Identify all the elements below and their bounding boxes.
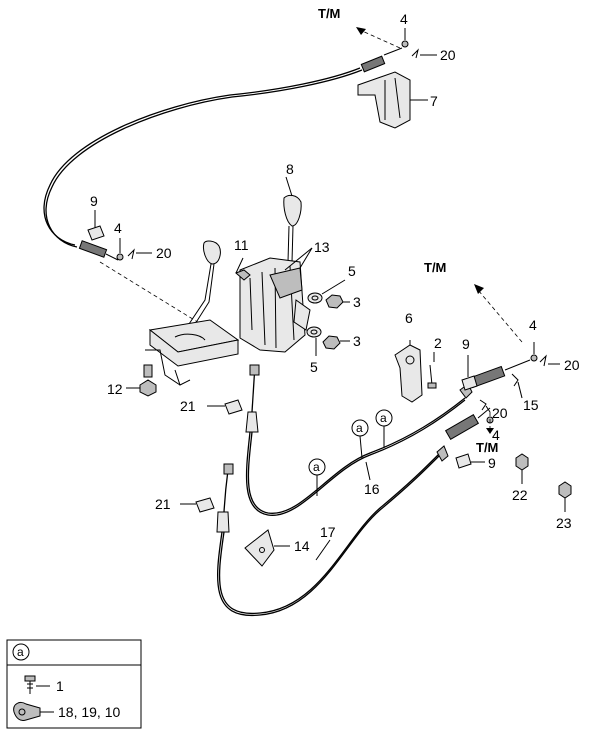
bracket-14 [244,529,290,567]
tm-arrow-top: T/M [318,6,401,49]
callout-3-lower: 3 [353,333,361,349]
cable-bracket-7 [357,71,428,129]
callout-9-mid: 9 [488,455,496,471]
callout-3-top: 3 [353,294,361,310]
bolt-icon [24,675,36,694]
callout-12: 12 [107,381,123,397]
callout-11: 11 [234,237,249,253]
callout-20-right: 20 [564,357,580,373]
callout-2: 2 [434,335,442,351]
tm-label-lower: T/M [476,440,498,455]
callout-4-mid: 4 [492,427,500,443]
legend-marker: a [17,645,24,659]
marker-a-2: a [356,421,363,435]
nuts-22-23 [515,453,572,512]
clips-right [455,342,560,469]
cable-16 [245,359,531,516]
callout-20-top: 20 [440,47,456,63]
callout-4-top: 4 [400,11,408,27]
bracket-6 [394,340,437,403]
shift-lever-center [235,176,313,353]
callout-20-mid: 20 [492,405,508,421]
upper-shift-cable [43,47,403,261]
clip-top [401,28,437,59]
callout-7: 7 [430,93,438,109]
marker-a-3: a [380,411,387,425]
callout-16: 16 [364,481,380,497]
legend-box: a 1 18, 19, 10 [6,639,142,729]
clip-left [87,210,236,346]
callout-20-left: 20 [156,245,172,261]
tm-label-right: T/M [424,260,446,275]
marker-a-1: a [313,460,320,474]
callout-5-lower: 5 [310,359,318,375]
callout-14: 14 [294,538,310,554]
callout-21-lower: 21 [155,496,171,512]
callout-17: 17 [320,524,336,540]
shift-lever-left [126,240,240,397]
cable-17 [216,407,491,616]
callout-4-left: 4 [114,220,122,236]
callout-5-top: 5 [348,263,356,279]
clamps-21 [180,399,243,513]
callout-9-left: 9 [90,193,98,209]
legend-item-2: 18, 19, 10 [58,704,120,720]
detail-markers: a a a [308,409,393,496]
callout-23: 23 [556,515,572,531]
callout-8: 8 [286,161,294,177]
tm-arrow-right: T/M T/M [424,260,523,455]
callout-22: 22 [512,487,528,503]
callout-6: 6 [405,310,413,326]
legend-item-1: 1 [56,678,64,694]
callout-15: 15 [523,397,539,413]
callout-numbers: 4 20 7 8 9 4 20 11 13 5 3 3 5 6 2 9 4 20… [90,11,580,561]
callout-9-right: 9 [462,336,470,352]
callout-4-right: 4 [529,317,537,333]
callout-21-top: 21 [180,398,196,414]
nuts-washers [306,279,350,356]
tm-label-top: T/M [318,6,340,21]
callout-13: 13 [314,239,330,255]
